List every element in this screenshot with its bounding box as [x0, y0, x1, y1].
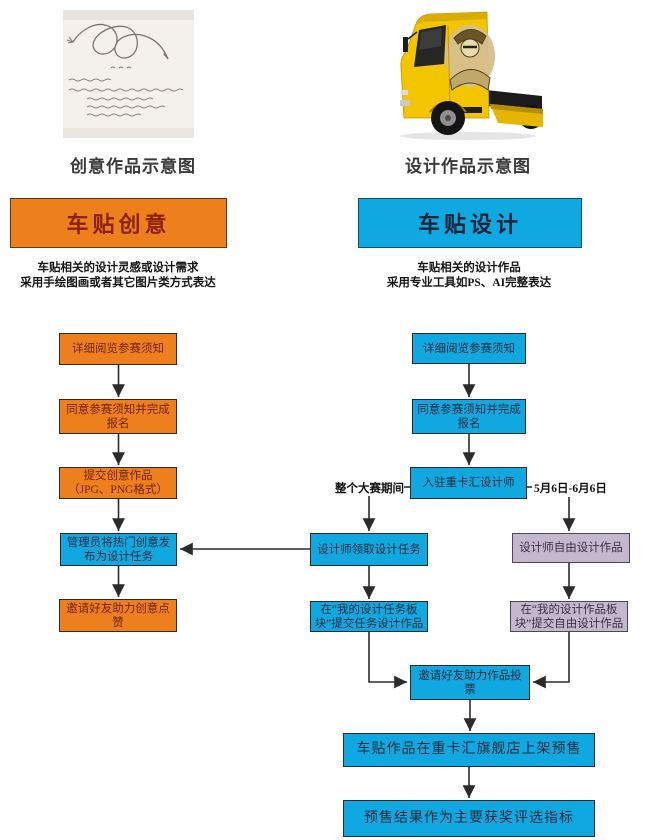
design-description: 车贴相关的设计作品 采用专业工具如PS、AI完整表达: [354, 261, 584, 290]
truck-caption: 设计作品示意图: [405, 157, 531, 176]
header-design: 车贴设计: [358, 198, 582, 248]
label-date-range: 5月6日-6月6日: [534, 483, 607, 495]
elbow-free-to-vote: [533, 632, 570, 689]
label-contest-period: 整个大赛期间: [335, 483, 404, 495]
box-right-submit-task-work: 在“我的设计任务板块”提交任务设计作品: [310, 601, 428, 632]
creative-desc-line2: 采用手绘图画或者其它图片类方式表达: [20, 276, 216, 289]
box-right-award-criteria: 预售结果作为主要获奖评选指标: [343, 800, 595, 837]
box-right-invite-votes: 邀请好友助力作品投票: [410, 665, 530, 700]
box-right-claim-task: 设计师领取设计任务: [310, 533, 428, 566]
box-left-read-rules: 详细阅览参赛须知: [59, 333, 177, 365]
truck-photo: [390, 6, 546, 142]
box-left-submit-idea: 提交创意作品 （JPG、PNG格式）: [59, 467, 177, 499]
box-left-agree-register: 同意参赛须知并完成报名: [59, 399, 177, 434]
elbow-task-to-vote: [368, 632, 407, 689]
sketch-caption: 创意作品示意图: [70, 157, 196, 176]
box-right-submit-free-work: 在“我的设计作品板块”提交自由设计作品: [510, 601, 628, 632]
sketch-drawing-icon: [63, 10, 194, 138]
box-left-admin-publish: 管理员将热门创意发布为设计任务: [60, 533, 177, 566]
header-creative: 车贴创意: [10, 198, 227, 248]
design-desc-line1: 车贴相关的设计作品: [417, 262, 521, 274]
box-right-free-design: 设计师自由设计作品: [512, 533, 630, 563]
truck-drawing-icon: [400, 11, 543, 140]
box-right-join-designer: 入驻重卡汇设计师: [410, 467, 527, 499]
box-right-read-rules: 详细阅览参赛须知: [412, 333, 526, 364]
creative-description: 车贴相关的设计灵感或设计需求 采用手绘图画或者其它图片类方式表达: [3, 261, 233, 290]
box-left-invite-likes: 邀请好友助力创意点赞: [59, 599, 177, 632]
sketch-photo: [63, 10, 194, 138]
design-desc-line2: 采用专业工具如PS、AI完整表达: [386, 276, 552, 289]
box-right-presale: 车贴作品在重卡汇旗舰店上架预售: [343, 733, 595, 767]
box-right-agree-register: 同意参赛须知并完成报名: [412, 399, 526, 434]
creative-desc-line1: 车贴相关的设计灵感或设计需求: [37, 262, 199, 274]
